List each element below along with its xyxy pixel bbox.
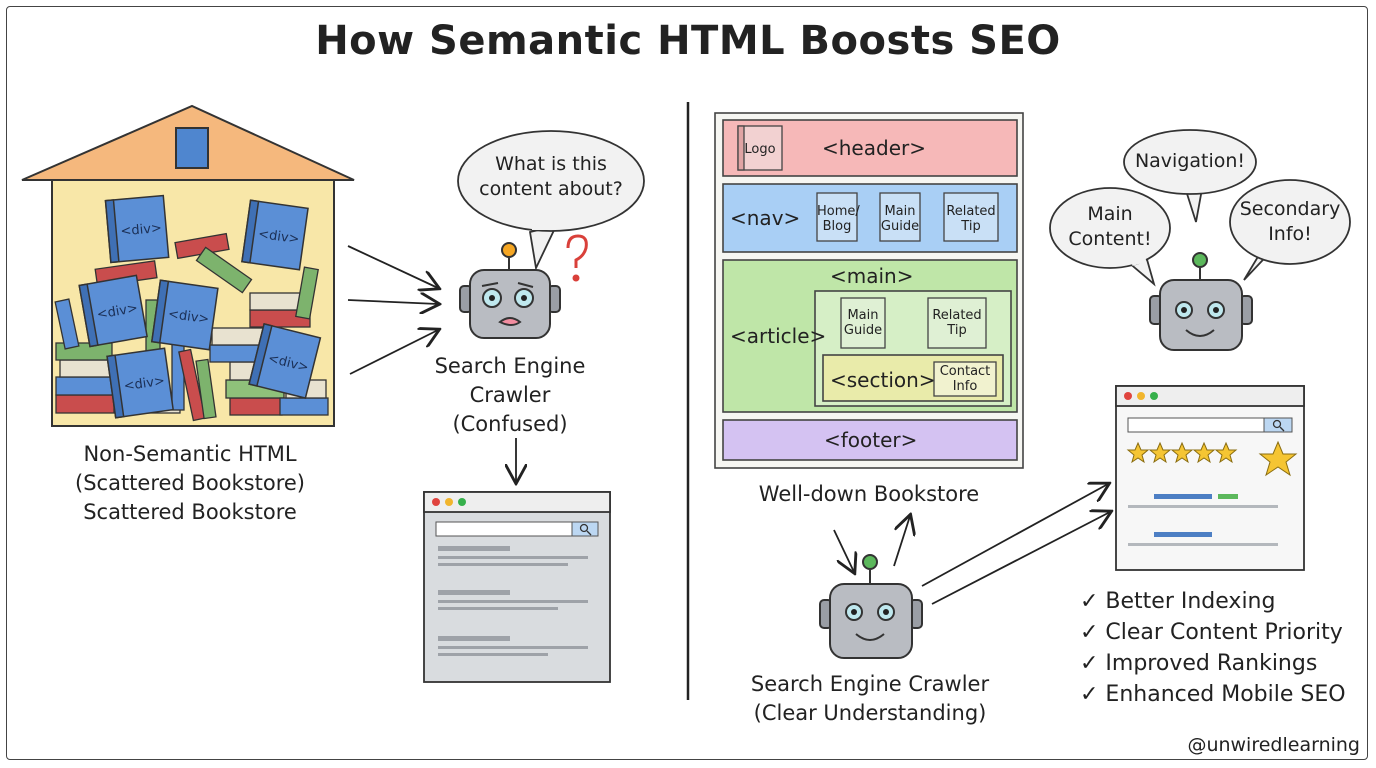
nav-item-line: Related bbox=[946, 204, 996, 219]
nav-item-related-tip: Related Tip bbox=[944, 204, 998, 234]
caption-line: Search Engine Crawler bbox=[750, 672, 990, 696]
caption-line: Search Engine bbox=[434, 354, 586, 378]
benefit-item: ✓ Improved Rankings bbox=[1080, 651, 1318, 676]
header-tag-label: <header> bbox=[822, 136, 926, 160]
div-book: <div> bbox=[248, 322, 322, 399]
nav-tag-label: <nav> bbox=[730, 206, 801, 230]
caption-line: Crawler bbox=[469, 383, 551, 407]
confused-bubble-text: What is this content about? bbox=[461, 152, 641, 202]
happy-robot-icon bbox=[1149, 252, 1253, 351]
crawl-arrows-right bbox=[833, 484, 1110, 605]
main-content-bubble-text: Main Content! bbox=[1050, 202, 1170, 252]
clear-crawler-caption: Search Engine Crawler (Clear Understandi… bbox=[730, 670, 1010, 728]
div-book: <div> bbox=[150, 279, 219, 351]
nav-item-home-blog: Home/ Blog bbox=[817, 204, 860, 234]
caption-line: Scattered Bookstore bbox=[83, 500, 297, 524]
section-item-contact-info: Contact Info bbox=[934, 364, 996, 394]
bubble-line: Main bbox=[1087, 203, 1133, 225]
caption-line: (Confused) bbox=[452, 412, 568, 436]
clear-robot-icon bbox=[819, 554, 923, 659]
nav-item-line: Blog bbox=[822, 219, 852, 234]
nav-item-line: Home/ bbox=[817, 204, 860, 219]
svg-text:<div>: <div> bbox=[257, 227, 300, 248]
section-item-line: Info bbox=[952, 379, 978, 394]
navigation-bubble-text: Navigation! bbox=[1134, 150, 1246, 172]
benefit-item: ✓ Better Indexing bbox=[1080, 589, 1276, 614]
caption-line: (Clear Understanding) bbox=[753, 701, 987, 725]
article-tag-label: <article> bbox=[730, 324, 827, 348]
svg-text:<div>: <div> bbox=[120, 221, 162, 240]
benefit-item: ✓ Enhanced Mobile SEO bbox=[1080, 682, 1346, 707]
page-title: How Semantic HTML Boosts SEO bbox=[315, 18, 1061, 64]
div-book: <div> bbox=[241, 199, 309, 271]
clear-speech-bubbles bbox=[1049, 129, 1351, 287]
bubble-line: Content! bbox=[1068, 228, 1152, 250]
confused-crawler-caption: Search Engine Crawler (Confused) bbox=[410, 352, 610, 439]
bubble-line: What is this bbox=[495, 153, 607, 175]
logo-label: Logo bbox=[744, 142, 776, 157]
nav-item-main-guide: Main Guide bbox=[880, 204, 920, 234]
bubble-line: content about? bbox=[479, 178, 623, 200]
bubble-line: Info! bbox=[1268, 223, 1312, 245]
section-item-line: Contact bbox=[939, 364, 991, 379]
bubble-line: Secondary bbox=[1239, 198, 1341, 220]
scattered-bookstore-house: <div> <div> <div> <div> <div> bbox=[21, 104, 355, 427]
confused-robot-icon bbox=[459, 234, 588, 339]
footer-tag-label: <footer> bbox=[824, 428, 918, 452]
nav-item-line: Main bbox=[884, 204, 916, 219]
caption-line: Non-Semantic HTML bbox=[83, 442, 297, 466]
article-item-line: Related bbox=[932, 308, 982, 323]
secondary-info-bubble-text: Secondary Info! bbox=[1230, 197, 1350, 247]
nav-item-line: Guide bbox=[880, 219, 920, 234]
caption-line: (Scattered Bookstore) bbox=[75, 471, 305, 495]
main-tag-label: <main> bbox=[830, 264, 914, 288]
div-book: <div> bbox=[104, 194, 170, 264]
crawl-arrows-left bbox=[347, 245, 516, 482]
author-handle: @unwiredlearning bbox=[1187, 734, 1360, 756]
browser-window-top-results bbox=[1115, 385, 1305, 571]
div-book: <div> bbox=[78, 274, 148, 348]
search-icon bbox=[579, 523, 589, 533]
svg-text:<div>: <div> bbox=[96, 301, 139, 323]
article-item-main-guide: Main Guide bbox=[841, 308, 885, 338]
outer-frame bbox=[6, 6, 1368, 760]
search-icon bbox=[1272, 419, 1282, 429]
browser-window-poor-results bbox=[423, 491, 611, 683]
non-semantic-caption: Non-Semantic HTML (Scattered Bookstore) … bbox=[30, 440, 350, 527]
article-item-line: Guide bbox=[843, 323, 883, 338]
article-item-line: Main bbox=[847, 308, 879, 323]
svg-text:<div>: <div> bbox=[167, 307, 210, 328]
well-down-bookstore-caption: Well-down Bookstore bbox=[758, 482, 980, 506]
house-window-icon bbox=[175, 127, 209, 169]
article-item-line: Tip bbox=[947, 323, 967, 338]
div-book: <div> bbox=[106, 347, 175, 419]
nav-item-line: Tip bbox=[961, 219, 981, 234]
article-item-related-tip: Related Tip bbox=[928, 308, 986, 338]
section-tag-label: <section> bbox=[830, 368, 936, 392]
semantic-layout-diagram bbox=[714, 112, 1024, 469]
confused-speech-bubble bbox=[457, 130, 645, 271]
svg-text:<div>: <div> bbox=[123, 374, 166, 395]
benefit-item: ✓ Clear Content Priority bbox=[1080, 620, 1343, 645]
rating-stars-icon bbox=[1126, 440, 1298, 477]
